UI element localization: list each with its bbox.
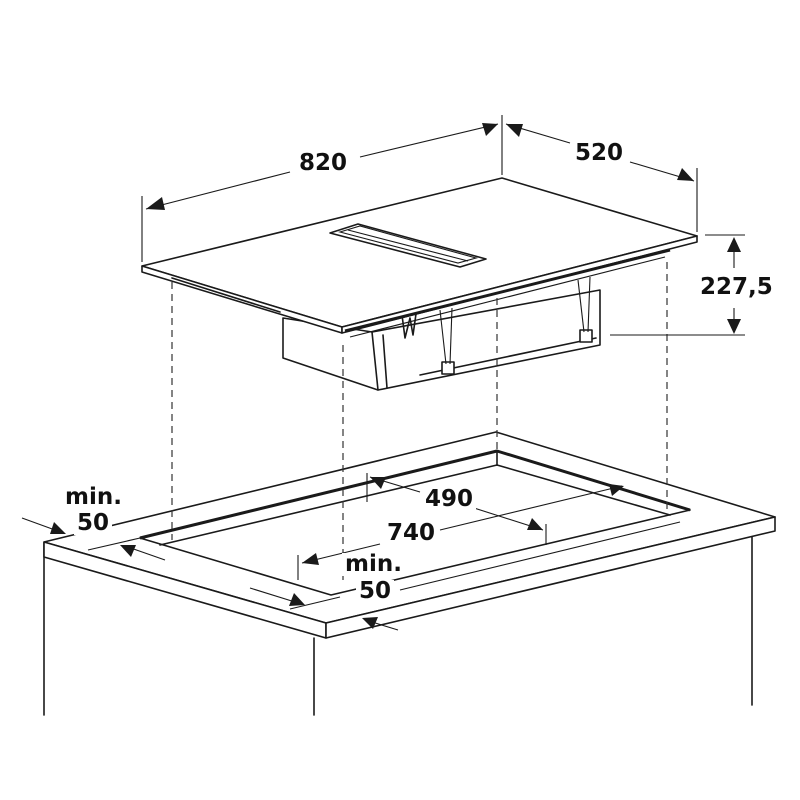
- label-cutout-width-740: 740: [384, 522, 439, 545]
- label-cutout-depth-490: 490: [422, 488, 477, 511]
- dimension-width-820: [141, 115, 503, 262]
- label-depth-520: 520: [572, 142, 627, 165]
- cutout-opening: [139, 449, 691, 596]
- hob-appliance: [141, 177, 698, 391]
- dimension-clearance-front: [362, 521, 681, 631]
- countertop: [43, 431, 776, 716]
- label-clearance-front-prefix: min.: [342, 553, 405, 576]
- label-height-227-5: 227,5: [697, 276, 776, 299]
- dimension-cutout-width-740: [297, 484, 624, 580]
- label-width-820: 820: [296, 152, 351, 175]
- label-clearance-left-prefix: min.: [62, 486, 125, 509]
- projection-lines: [171, 262, 668, 580]
- dimension-depth-520: [505, 123, 698, 232]
- dimension-cutout-depth-490: [366, 473, 547, 545]
- dimension-clearance-left: [21, 517, 341, 610]
- label-clearance-left-value: 50: [74, 512, 113, 535]
- label-clearance-front-value: 50: [356, 580, 395, 603]
- dimension-height-227-5: [610, 234, 745, 336]
